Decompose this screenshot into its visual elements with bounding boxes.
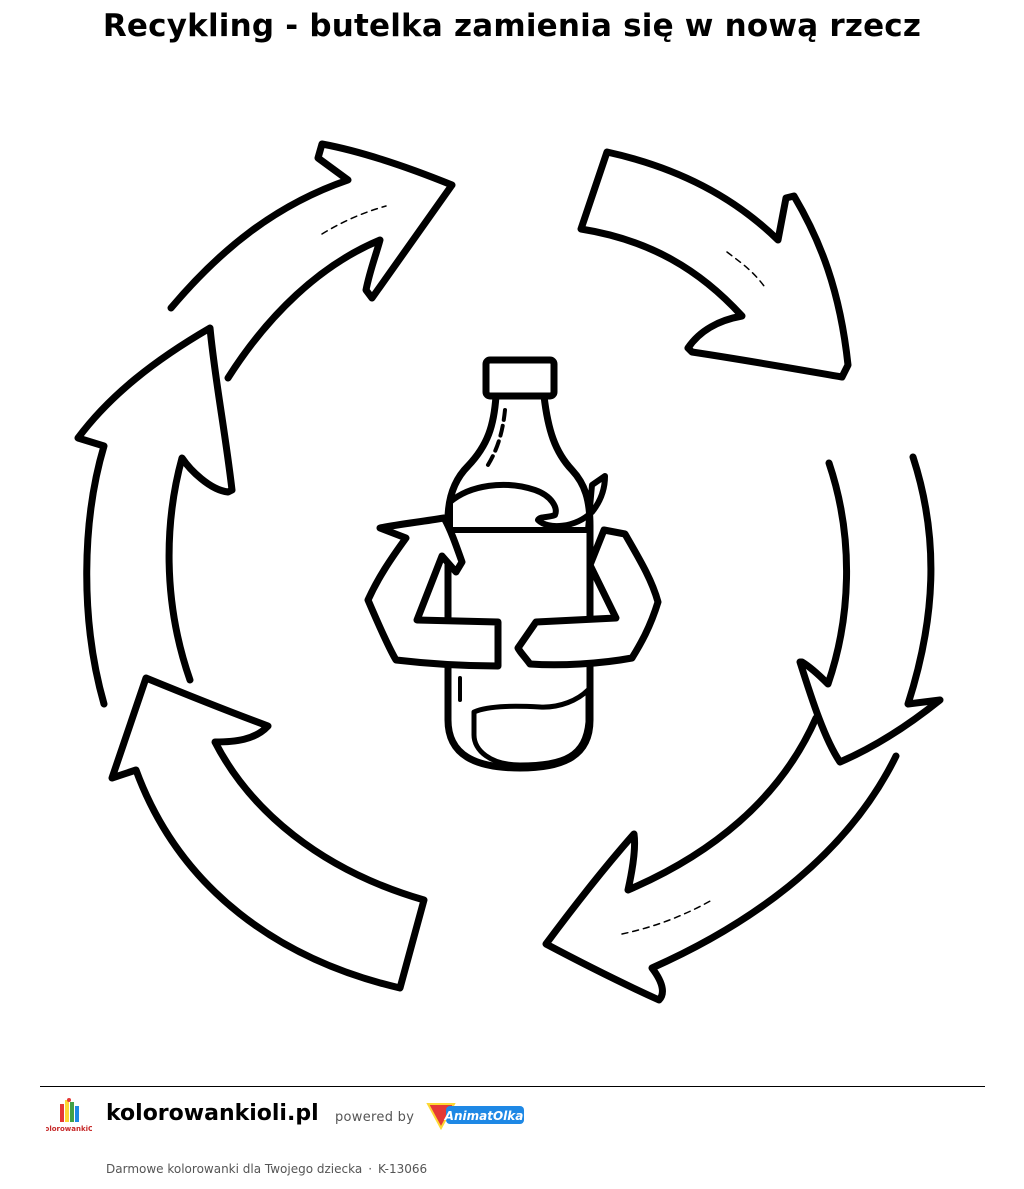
footer-tagline: Darmowe kolorowanki dla Twojego dziecka ·… bbox=[106, 1162, 427, 1176]
center-recycle-right-arrow bbox=[514, 526, 662, 669]
page-code: K-13066 bbox=[378, 1162, 428, 1176]
arrow-top-right bbox=[577, 148, 852, 381]
footer-divider bbox=[40, 1086, 985, 1087]
arrow-right bbox=[796, 453, 944, 766]
site-name-link[interactable]: kolorowankioli.pl bbox=[106, 1101, 319, 1126]
center-recycle-left-arrow bbox=[364, 514, 502, 670]
animatolka-logo-icon[interactable]: AnimatOlka bbox=[424, 1098, 526, 1132]
arrow-top-left bbox=[167, 140, 456, 382]
arrow-bottom-left bbox=[108, 674, 428, 992]
tagline-text: Darmowe kolorowanki dla Twojego dziecka bbox=[106, 1162, 363, 1176]
arrow-left bbox=[74, 324, 236, 708]
page-title: Recykling - butelka zamienia się w nową … bbox=[102, 8, 922, 44]
partner-logo-text: AnimatOlka bbox=[444, 1109, 524, 1123]
recycling-illustration bbox=[74, 140, 944, 1004]
kolorowankioli-logo-icon[interactable]: KolorowankiOli bbox=[46, 1096, 92, 1138]
bottle-icon bbox=[444, 356, 608, 772]
powered-by-text: powered by bbox=[335, 1110, 415, 1125]
site-logo-text: KolorowankiOli bbox=[46, 1125, 92, 1133]
arrow-bottom-right bbox=[542, 714, 900, 1004]
tagline-separator: · bbox=[368, 1162, 373, 1176]
